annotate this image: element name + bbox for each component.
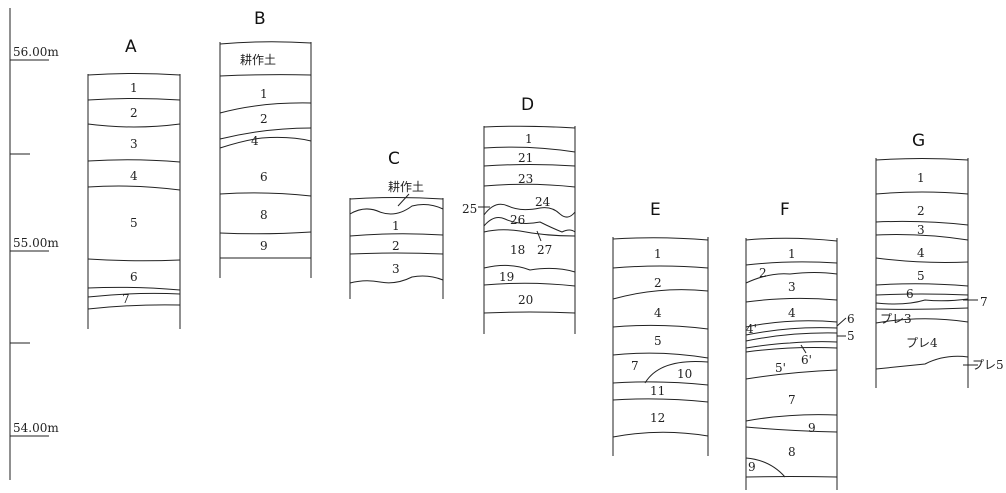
section-a: A 1 2 3 4 5 6 7 [87, 37, 181, 329]
section-b: B 耕作土 1 2 4 6 8 9 [219, 9, 312, 278]
layer-label: 10 [677, 367, 692, 381]
layer-label: 5 [654, 334, 662, 348]
layer-label: 11 [650, 384, 665, 398]
layer-label: 1 [788, 247, 796, 261]
elevation-label: 55.00m [13, 236, 59, 250]
layer-label: 1 [654, 247, 662, 261]
layer-label: 1 [392, 219, 400, 233]
section-e: E 1 2 4 5 7 10 11 12 [612, 200, 709, 456]
layer-label: 9 [260, 239, 268, 253]
layer-label: 2 [917, 204, 925, 218]
layer-label: 4 [654, 306, 662, 320]
layer-label: 2 [392, 239, 400, 253]
layer-label: 4' [746, 322, 757, 336]
section-g-heading: G [912, 131, 925, 151]
layer-label: 24 [535, 195, 551, 209]
section-b-heading: B [254, 9, 266, 29]
layer-label: 3 [788, 280, 796, 294]
layer-label: 6' [801, 353, 812, 367]
layer-label: 1 [260, 87, 268, 101]
layer-label: 1 [130, 81, 138, 95]
section-f-heading: F [780, 200, 790, 220]
layer-label: 25 [462, 202, 477, 216]
section-d: D 1 21 23 24 25 26 18 27 19 20 [462, 95, 576, 334]
layer-label: 1 [917, 171, 925, 185]
layer-label: 18 [510, 243, 525, 257]
layer-label: 20 [518, 293, 533, 307]
section-f: F 1 2 3 4 6 4' 5 6' 5' 7 9 8 9 [745, 200, 855, 490]
layer-label: 8 [788, 445, 796, 459]
layer-label: プレ5 [972, 358, 1004, 372]
section-a-heading: A [125, 37, 137, 57]
layer-label: 6 [260, 170, 268, 184]
layer-label: 7 [122, 292, 130, 306]
layer-label: 3 [392, 262, 400, 276]
layer-label: 3 [917, 223, 925, 237]
layer-label: 7 [631, 359, 639, 373]
layer-label: 7 [788, 393, 796, 407]
layer-label: 4 [788, 306, 796, 320]
section-e-heading: E [650, 200, 661, 220]
layer-label: 5 [917, 269, 925, 283]
section-c: C 耕作土 1 2 3 [349, 149, 444, 299]
layer-label: 5' [775, 361, 786, 375]
layer-label: 耕作土 [388, 179, 424, 194]
layer-label: 26 [510, 213, 525, 227]
layer-label: プレ4 [906, 336, 938, 350]
layer-label: 1 [525, 132, 533, 146]
layer-label: 27 [537, 243, 552, 257]
layer-label: 7 [980, 295, 988, 309]
elevation-scale: 56.00m 55.00m 54.00m [9, 8, 59, 480]
layer-label: 23 [518, 172, 533, 186]
section-d-heading: D [521, 95, 534, 115]
layer-label: 6 [847, 312, 855, 326]
layer-label: 2 [759, 266, 767, 280]
layer-label: 12 [650, 411, 665, 425]
layer-label: 2 [260, 112, 268, 126]
elevation-label: 56.00m [13, 45, 59, 59]
layer-label: 6 [130, 270, 138, 284]
layer-label: 2 [130, 106, 138, 120]
section-c-heading: C [388, 149, 400, 169]
layer-label: 5 [847, 329, 855, 343]
layer-label: 耕作土 [240, 52, 276, 67]
layer-label: 4 [251, 134, 259, 148]
layer-label: 19 [499, 270, 514, 284]
layer-label: 3 [130, 137, 138, 151]
section-g: G 1 2 3 4 5 6 7 プレ3 プレ4 プレ5 [875, 131, 1004, 388]
layer-label: 9 [808, 421, 816, 435]
layer-label: 4 [130, 169, 138, 183]
layer-label: 4 [917, 246, 925, 260]
layer-label: 8 [260, 208, 268, 222]
layer-label: 2 [654, 276, 662, 290]
layer-label: 21 [518, 151, 533, 165]
layer-label: 9 [748, 460, 756, 474]
layer-label: 5 [130, 216, 138, 230]
elevation-label: 54.00m [13, 421, 59, 435]
layer-label: 6 [906, 287, 914, 301]
layer-label: プレ3 [880, 312, 912, 326]
